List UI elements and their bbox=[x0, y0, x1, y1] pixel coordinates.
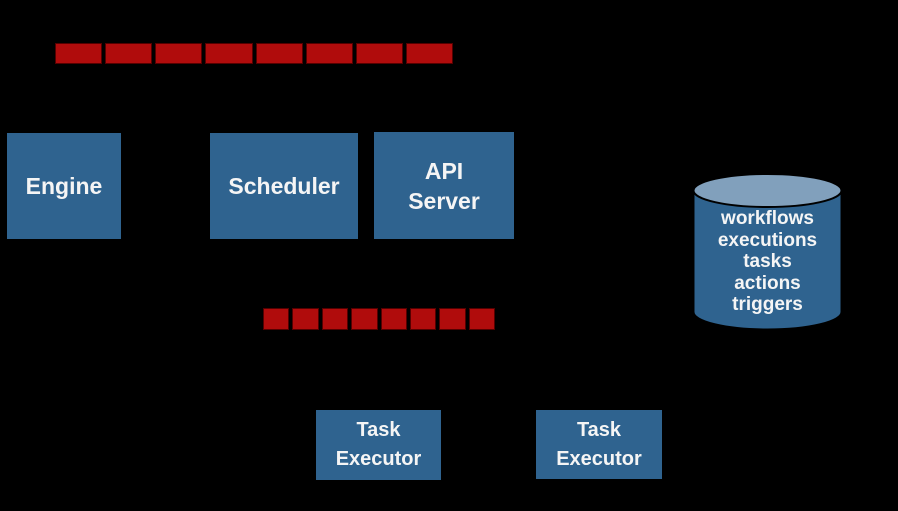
message-queue-bottom bbox=[263, 308, 495, 330]
queue-segment bbox=[55, 43, 103, 64]
node-engine-label: Engine bbox=[25, 173, 103, 199]
node-task-executor-2-label-line2: Executor bbox=[556, 447, 642, 470]
queue-segment bbox=[263, 308, 290, 330]
node-scheduler-label: Scheduler bbox=[228, 173, 340, 199]
datastore-item: actions bbox=[734, 272, 801, 294]
datastore-item: tasks bbox=[743, 251, 792, 272]
queue-segment bbox=[305, 43, 353, 64]
queue-segment bbox=[321, 308, 349, 330]
queue-segment bbox=[205, 43, 253, 64]
node-scheduler: Scheduler bbox=[210, 133, 358, 239]
queue-segment bbox=[405, 43, 453, 64]
node-api-server-label-line2: Server bbox=[408, 187, 480, 214]
node-task-executor-2: Task Executor bbox=[536, 410, 662, 479]
node-api-server: API Server bbox=[374, 132, 514, 239]
datastore-items: workflows executions tasks actions trigg… bbox=[692, 208, 843, 316]
node-api-server-label-line1: API bbox=[424, 157, 464, 184]
node-task-executor-1-label-line1: Task bbox=[356, 419, 401, 441]
node-engine: Engine bbox=[7, 133, 121, 239]
node-task-executor-1: Task Executor bbox=[316, 410, 441, 480]
queue-segment bbox=[409, 308, 437, 330]
message-queue-top bbox=[55, 43, 453, 64]
node-task-executor-1-label-line2: Executor bbox=[335, 448, 422, 470]
queue-segment bbox=[439, 308, 466, 330]
datastore-item: triggers bbox=[732, 294, 803, 315]
queue-segment bbox=[155, 43, 203, 64]
queue-segment bbox=[292, 308, 319, 330]
queue-segment bbox=[355, 43, 403, 64]
queue-segment bbox=[468, 308, 495, 330]
queue-segment bbox=[380, 308, 407, 330]
database-cylinder-icon bbox=[692, 173, 843, 331]
node-task-executor-2-label-line1: Task bbox=[576, 418, 622, 441]
datastore-item: workflows bbox=[721, 208, 814, 229]
queue-segment bbox=[105, 43, 153, 64]
datastore-cylinder bbox=[692, 172, 843, 331]
queue-segment bbox=[255, 43, 303, 64]
queue-segment bbox=[351, 308, 378, 330]
datastore-item: executions bbox=[717, 229, 818, 251]
